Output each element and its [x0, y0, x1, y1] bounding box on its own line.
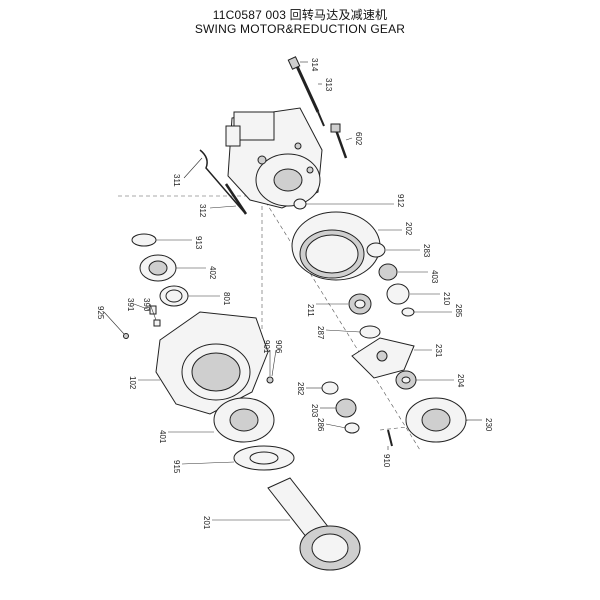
callout-leader-312 — [209, 205, 237, 209]
bearing-402 — [139, 254, 177, 282]
callout-label-102: 102 — [128, 376, 137, 390]
housing-102 — [155, 311, 269, 415]
gear-204 — [395, 370, 417, 390]
callout-leader-925 — [103, 311, 125, 335]
callout-label-913: 913 — [194, 236, 203, 250]
callout-label-314: 314 — [310, 58, 319, 72]
callout-label-906: 906 — [274, 340, 283, 354]
small-parts-925-391-390-901-906 — [123, 305, 274, 384]
callout-leader-311 — [183, 157, 203, 179]
callout-label-210: 210 — [442, 292, 451, 306]
callout-label-283: 283 — [422, 244, 431, 258]
callout-label-211: 211 — [306, 304, 315, 317]
callout-label-287: 287 — [316, 326, 325, 340]
callout-label-313: 313 — [324, 78, 333, 92]
bearing-401 — [213, 397, 275, 443]
carrier-230 — [405, 397, 467, 443]
callout-label-401: 401 — [158, 430, 167, 444]
snap-ring-913 — [131, 233, 157, 247]
washer-285 — [401, 307, 415, 317]
gear-parts-283-403-210 — [366, 242, 410, 305]
callout-label-901: 901 — [262, 340, 271, 354]
callout-label-203: 203 — [310, 404, 319, 418]
bolt-602 — [330, 123, 348, 159]
callout-label-390: 390 — [142, 298, 151, 312]
diagram-title: SWING MOTOR&REDUCTION GEAR — [194, 22, 406, 36]
callout-label-801: 801 — [222, 292, 231, 306]
callout-leader-906 — [271, 349, 277, 377]
callout-label-282: 282 — [296, 382, 305, 396]
callout-label-286: 286 — [316, 418, 325, 432]
callout-label-910: 910 — [382, 454, 391, 468]
part-callouts: 314 313 602 311 312 912 913 202 283 402 403 801 210 9… — [96, 58, 493, 530]
swing-motor-body — [225, 107, 323, 209]
carrier-231 — [351, 337, 415, 379]
callout-label-403: 403 — [430, 270, 439, 284]
oil-seal-801 — [159, 285, 189, 307]
diagram-code-title: 11C0587 003 回转马达及减速机 — [212, 8, 388, 22]
callout-leader-287 — [325, 329, 361, 333]
washer-287 — [359, 325, 381, 339]
callout-label-402: 402 — [208, 266, 217, 280]
callout-leader-286 — [325, 423, 347, 429]
gear-211 — [348, 293, 372, 315]
dipstick-311-312 — [199, 149, 248, 215]
callout-label-204: 204 — [456, 374, 465, 388]
callout-label-915: 915 — [172, 460, 181, 474]
callout-label-391: 391 — [126, 298, 135, 312]
callout-label-925: 925 — [96, 306, 105, 320]
callout-label-311: 311 — [172, 174, 181, 187]
callout-label-912: 912 — [396, 194, 405, 208]
callout-leader-391 — [133, 303, 151, 311]
callout-label-201: 201 — [202, 516, 211, 530]
pin-910 — [387, 429, 393, 447]
callout-label-231: 231 — [434, 344, 443, 358]
plate-915 — [233, 445, 295, 471]
pinion-shaft-201 — [267, 477, 361, 571]
callout-label-230: 230 — [484, 418, 493, 432]
callout-label-285: 285 — [454, 304, 463, 318]
callout-label-312: 312 — [198, 204, 207, 218]
callout-label-202: 202 — [404, 222, 413, 236]
callout-label-602: 602 — [354, 132, 363, 146]
bolt-313-314 — [287, 56, 325, 127]
o-ring-912 — [293, 198, 307, 210]
callout-leader-390 — [149, 303, 157, 321]
ring-gear-202 — [291, 211, 381, 281]
callout-leader-915 — [181, 461, 235, 465]
gear-parts-282-203-286 — [321, 381, 360, 434]
callout-leader-602 — [345, 137, 353, 141]
